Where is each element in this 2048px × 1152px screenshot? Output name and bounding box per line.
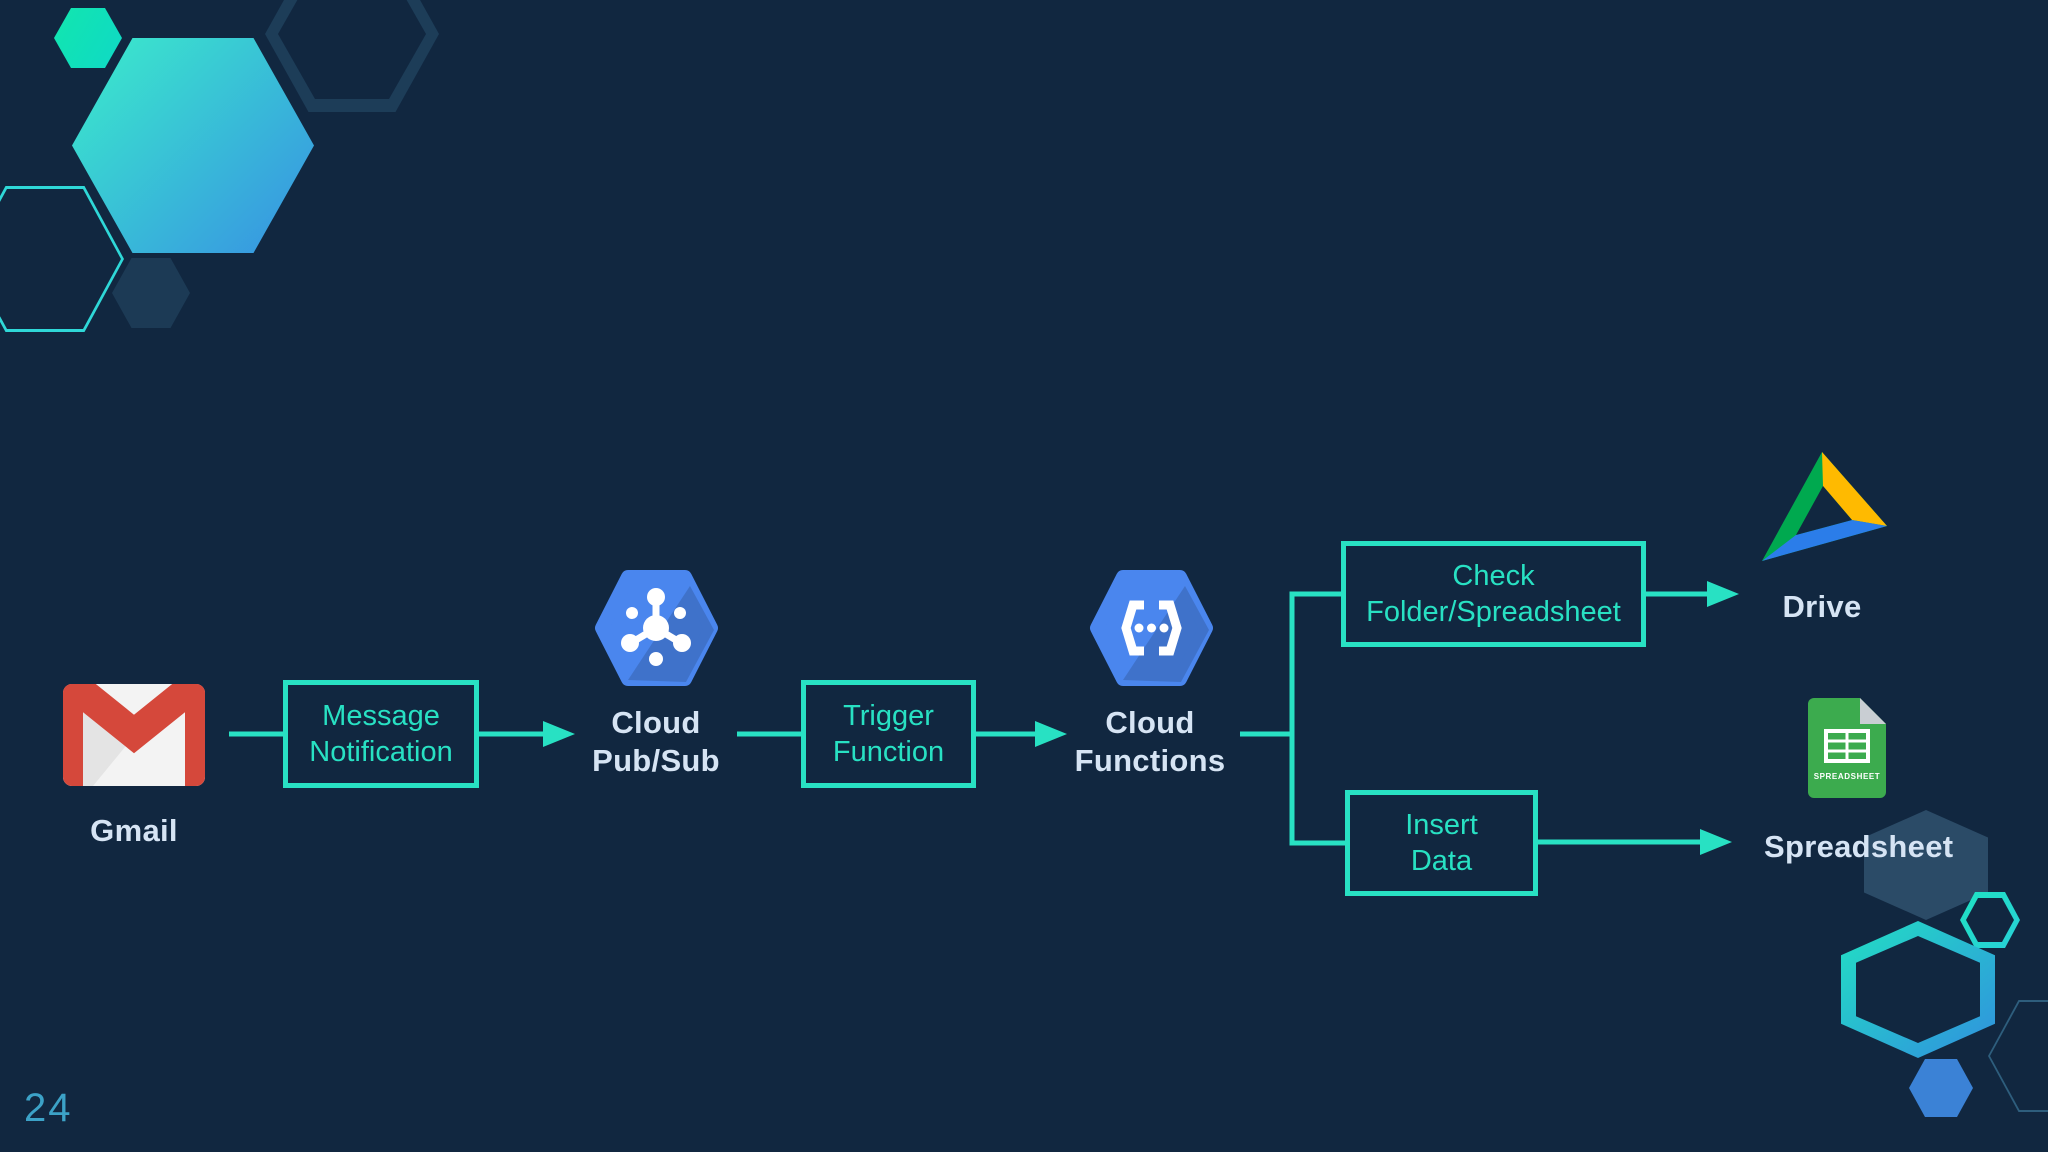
message-notification-line1: Message (322, 700, 440, 732)
cloud-functions-label-line2: Functions (1074, 743, 1226, 778)
insert-data-line2: Data (1410, 845, 1473, 877)
pubsub-icon (595, 570, 718, 686)
page-number: 24 (24, 1086, 73, 1130)
spreadsheet-label: Spreadsheet (1764, 829, 1954, 864)
gmail-icon (63, 684, 205, 786)
spreadsheet-badge: SPREADSHEET (1813, 772, 1881, 781)
cloud-functions-label: Cloud Functions (1050, 704, 1250, 780)
message-notification-box: Message Notification (283, 680, 479, 788)
cloud-functions-icon (1090, 570, 1213, 686)
pubsub-label-line1: Cloud (611, 705, 701, 740)
gmail-label: Gmail (90, 813, 178, 848)
pubsub-label: Cloud Pub/Sub (571, 704, 741, 780)
trigger-function-line2: Function (832, 736, 945, 768)
spreadsheet-icon: SPREADSHEET (1808, 698, 1886, 798)
trigger-function-box: Trigger Function (801, 680, 976, 788)
insert-data-box: Insert Data (1345, 790, 1538, 896)
trigger-function-line1: Trigger (843, 700, 934, 732)
pubsub-label-line2: Pub/Sub (592, 743, 720, 778)
spreadsheet-file-glyph (1808, 698, 1886, 798)
message-notification-line2: Notification (309, 736, 453, 768)
drive-label: Drive (1782, 589, 1862, 624)
connector-branch (1289, 591, 1345, 846)
hexagon-decoration-small-teal (54, 8, 122, 68)
insert-data-line1: Insert (1405, 809, 1478, 841)
check-folder-spreadsheet-box: Check Folder/Spreadsheet (1341, 541, 1646, 647)
check-folder-line2: Folder/Spreadsheet (1366, 596, 1621, 628)
check-folder-line1: Check (1452, 560, 1535, 592)
cloud-functions-label-line1: Cloud (1105, 705, 1195, 740)
drive-icon (1762, 452, 1887, 561)
